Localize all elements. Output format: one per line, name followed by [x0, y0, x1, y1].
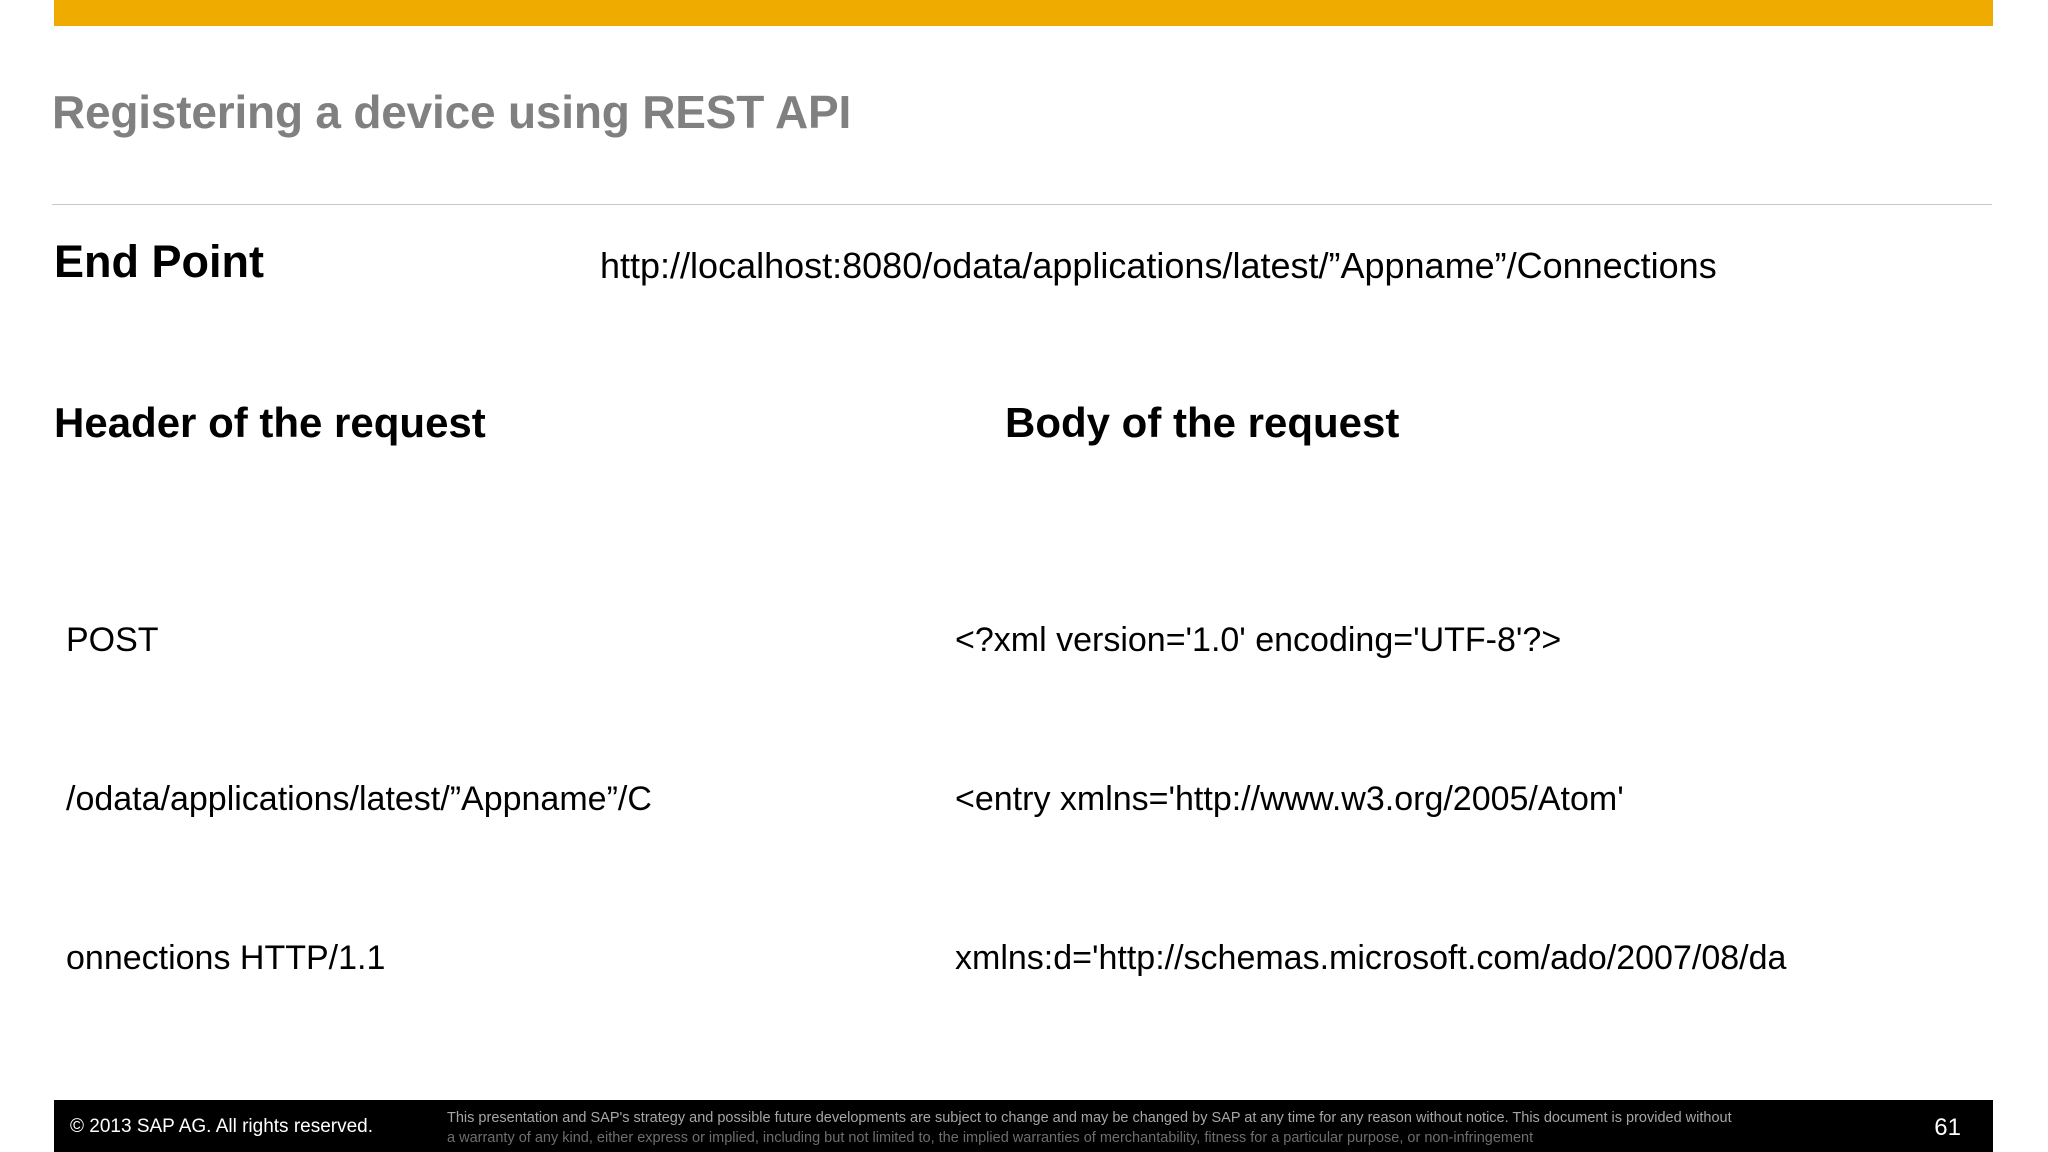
request-header-code: POST /odata/applications/latest/”Appname… — [66, 508, 886, 1152]
disclaimer-text: This presentation and SAP's strategy and… — [447, 1108, 1847, 1148]
code-line: /odata/applications/latest/”Appname”/C — [66, 780, 652, 818]
code-line: onnections HTTP/1.1 — [66, 939, 386, 977]
header-section-heading: Header of the request — [54, 399, 486, 446]
body-section-heading: Body of the request — [1005, 399, 1400, 446]
endpoint-label: End Point — [54, 236, 264, 287]
code-line: xmlns:d='http://schemas.microsoft.com/ad… — [955, 939, 1787, 977]
endpoint-url: http://localhost:8080/odata/applications… — [600, 245, 1717, 286]
code-line: <entry xmlns='http://www.w3.org/2005/Ato… — [955, 780, 1624, 818]
disclaimer-line-2: a warranty of any kind, either express o… — [447, 1130, 1534, 1146]
top-accent-bar — [54, 0, 1993, 26]
page-number: 61 — [1934, 1114, 1961, 1141]
page-title: Registering a device using REST API — [52, 86, 852, 138]
request-body-code: <?xml version='1.0' encoding='UTF-8'?> <… — [955, 508, 2048, 1152]
disclaimer-line-1: This presentation and SAP's strategy and… — [447, 1110, 1732, 1126]
code-line: <?xml version='1.0' encoding='UTF-8'?> — [955, 621, 1562, 659]
slide-footer: © 2013 SAP AG. All rights reserved. This… — [54, 1100, 1993, 1152]
code-line: POST — [66, 621, 159, 659]
copyright-text: © 2013 SAP AG. All rights reserved. — [70, 1116, 374, 1137]
title-divider — [52, 204, 1992, 205]
